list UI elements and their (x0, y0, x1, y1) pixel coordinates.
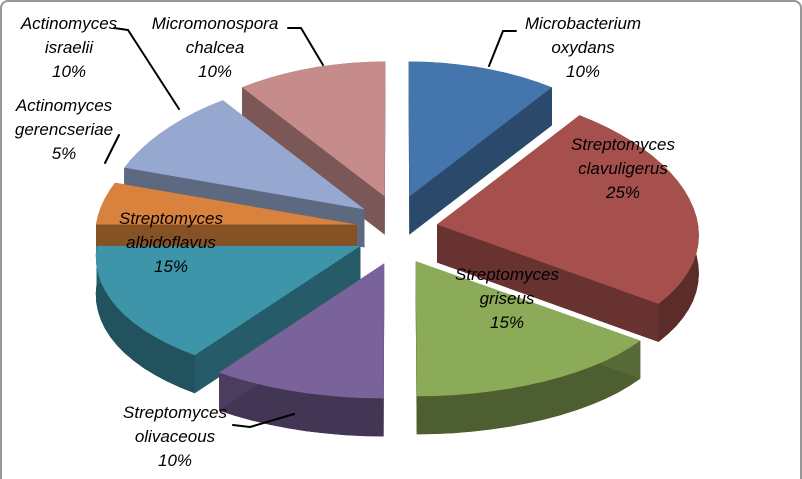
slice-species: olivaceous (134, 427, 216, 446)
pie-slice-albidoflavus-outer-wall (95, 245, 195, 394)
pie-slice-olivaceous-outer-wall (219, 372, 384, 437)
pie-slice-clavuligerus-side-wall (437, 224, 659, 342)
slice-percent: 15% (153, 257, 189, 276)
slice-genus: Microbacterium (524, 14, 642, 33)
slice-percent: 10% (157, 451, 193, 470)
leader-line-israelii (113, 27, 180, 110)
slice-species: israelii (44, 38, 94, 57)
slice-percent: 10% (197, 62, 233, 81)
slice-species: oxydans (551, 38, 615, 57)
slice-genus: Actinomyces (15, 96, 113, 115)
slice-genus: Streptomyces (119, 209, 223, 228)
slice-label-griseus: Streptomyces griseus 15% (436, 263, 578, 335)
slice-label-israelii: Actinomyces israelii 10% (8, 12, 130, 84)
pie-slice-oxydans[interactable] (408, 61, 552, 197)
pie-slice-oxydans-side-wall (408, 61, 410, 235)
slice-label-albidoflavus: Streptomyces albidoflavus 15% (96, 207, 246, 279)
pie-slice-oxydans-side-wall (409, 87, 552, 235)
pie-slice-chalcea[interactable] (242, 61, 386, 197)
slice-percent: 10% (565, 62, 601, 81)
pie-slice-olivaceous[interactable] (219, 263, 385, 399)
pie-slice-olivaceous-side-wall (383, 263, 385, 437)
leader-line-olivaceous (232, 413, 295, 428)
pie-slice-chalcea-side-wall (384, 61, 386, 235)
slice-species: clavuligerus (578, 159, 668, 178)
slice-percent: 5% (51, 144, 77, 163)
pie-slice-gerencseriae[interactable] (96, 182, 357, 225)
slice-genus: Actinomyces (20, 14, 118, 33)
leader-line-chalcea (287, 27, 324, 66)
slice-label-olivaceous: Streptomyces olivaceous 10% (102, 401, 248, 473)
pie-slice-griseus-outer-wall (416, 340, 641, 435)
leader-line-oxydans (488, 30, 517, 67)
slice-genus: Micromonospora (151, 14, 279, 33)
slice-percent: 25% (605, 183, 641, 202)
slice-genus: Streptomyces (123, 403, 227, 422)
slice-species: albidoflavus (126, 233, 216, 252)
pie-slice-israelii[interactable] (124, 100, 365, 210)
pie-slice-albidoflavus[interactable] (95, 245, 361, 356)
pie-slice-griseus[interactable] (415, 261, 641, 397)
slice-species: gerencseriae (14, 120, 114, 139)
slice-species: chalcea (185, 38, 245, 57)
leader-line-gerencseriae (104, 134, 120, 164)
slice-percent: 10% (51, 62, 87, 81)
slice-label-clavuligerus: Streptomyces clavuligerus 25% (548, 133, 698, 205)
slice-genus: Streptomyces (455, 265, 559, 284)
slice-label-gerencseriae: Actinomyces gerencseriae 5% (4, 94, 124, 166)
slice-species: griseus (479, 289, 535, 308)
pie-slice-griseus-side-wall (415, 261, 417, 435)
slice-label-oxydans: Microbacterium oxydans 10% (508, 12, 658, 84)
slice-label-chalcea: Micromonospora chalcea 10% (140, 12, 290, 84)
slice-percent: 15% (489, 313, 525, 332)
pie-slice-clavuligerus[interactable] (437, 115, 699, 304)
slice-genus: Streptomyces (571, 135, 675, 154)
